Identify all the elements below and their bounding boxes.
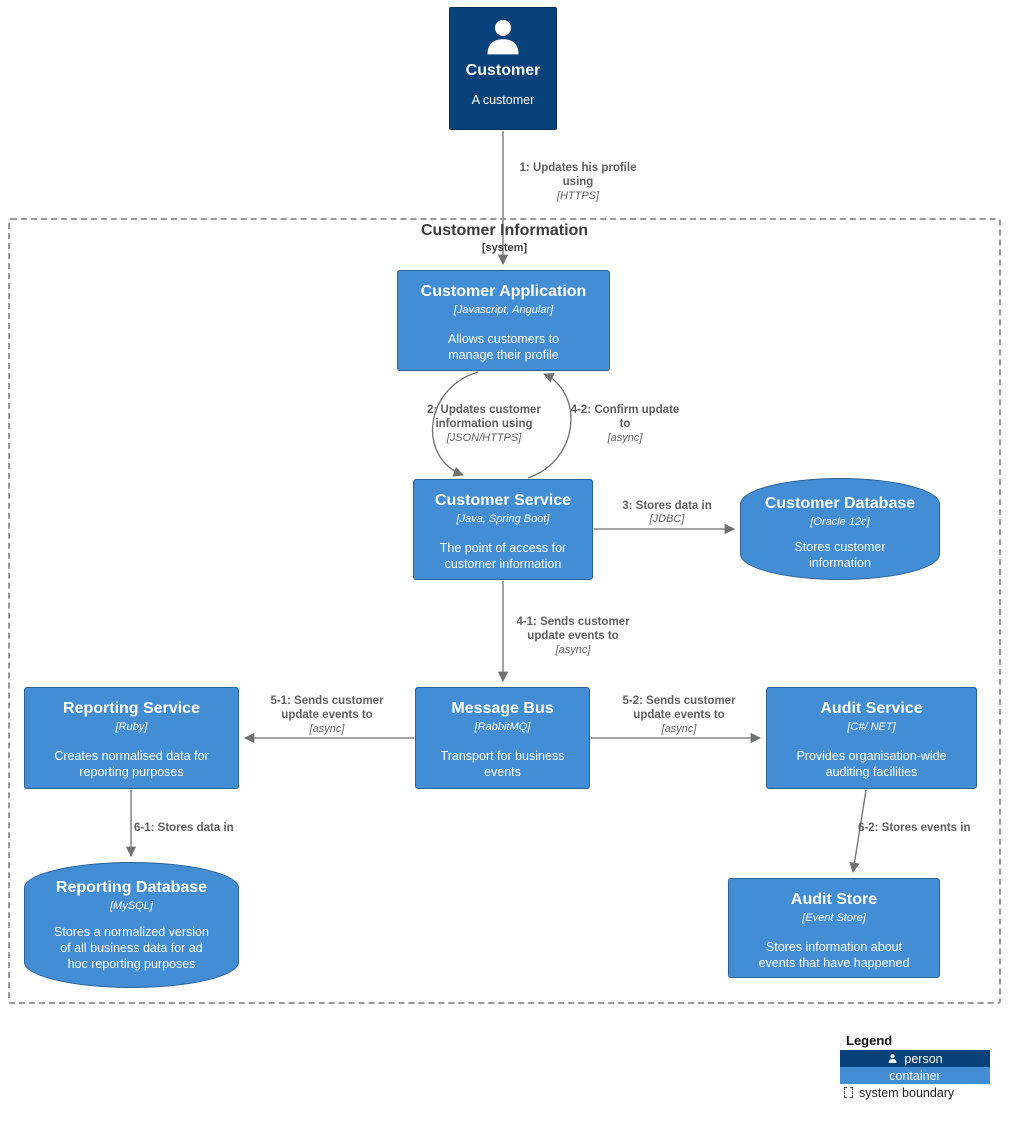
edge-label-text: 6-1: Stores data in	[134, 822, 234, 834]
node-customer[interactable]: Customer A customer	[449, 7, 557, 130]
node-reporting-service[interactable]: Reporting Service [Ruby] Creates normali…	[24, 687, 239, 789]
legend-label-container: container	[889, 1068, 941, 1083]
node-description: Stores information about events that hav…	[758, 939, 910, 970]
node-description: Stores a normalized version of all busin…	[54, 924, 209, 972]
node-reporting-database[interactable]: Reporting Database [MySQL] Stores a norm…	[24, 862, 239, 988]
dashed-boundary-icon	[844, 1087, 853, 1098]
person-icon	[481, 16, 525, 58]
boundary-subtitle: [system]	[481, 242, 528, 254]
edge-label-text: 5-1: Sends customer update events to	[270, 695, 384, 722]
edge-label-6-2: 6-2: Stores events in	[858, 821, 970, 835]
edge-label-text: 1: Updates his profile using	[519, 162, 637, 189]
legend-item-system-boundary: system boundary	[840, 1084, 990, 1101]
edge-label-1: 1: Updates his profile using [HTTPS]	[520, 161, 637, 204]
edge-label-tech: [JSON/HTTPS]	[446, 431, 522, 444]
edge-label-tech: [async]	[555, 643, 591, 656]
legend-item-person: person	[840, 1050, 990, 1067]
node-description: Provides organisation-wide auditing faci…	[796, 748, 947, 779]
node-technology: [Ruby]	[115, 721, 148, 734]
node-customer-application[interactable]: Customer Application [Javascript, Angula…	[397, 270, 610, 371]
edge-label-4-1: 4-1: Sends customer update events to [as…	[516, 615, 629, 658]
node-technology: [Oracle 12c]	[810, 516, 870, 529]
node-description: Allows customers to manage their profile	[447, 331, 560, 362]
node-technology: [Event Store]	[802, 912, 866, 925]
legend-label-system-boundary: system boundary	[859, 1085, 955, 1100]
node-technology: [Javascript, Angular]	[453, 304, 554, 317]
node-description: Creates normalised data for reporting pu…	[54, 748, 209, 779]
legend-title: Legend	[846, 1033, 893, 1048]
edge-label-3: 3: Stores data in [JDBC]	[622, 499, 711, 527]
legend-label-person: person	[904, 1051, 943, 1066]
edge-label-5-1: 5-1: Sends customer update events to [as…	[270, 694, 383, 737]
edge-label-6-1: 6-1: Stores data in	[134, 821, 234, 835]
edge-label-text: 5-2: Sends customer update events to	[622, 695, 736, 722]
edge-label-text: 3: Stores data in	[622, 500, 712, 512]
edge-label-tech: [async]	[661, 722, 697, 735]
legend: Legend person container system boundary	[840, 1033, 990, 1101]
legend-item-container: container	[840, 1067, 990, 1084]
node-description: Stores customer information	[794, 539, 886, 570]
edge-label-tech: [HTTPS]	[556, 189, 600, 202]
edge-label-text: 4-1: Sends customer update events to	[516, 616, 630, 643]
edge-label-tech: [async]	[607, 431, 643, 444]
edge-label-2: 2: Updates customer information using [J…	[427, 403, 541, 446]
node-description: A customer	[471, 93, 535, 108]
node-audit-store[interactable]: Audit Store [Event Store] Stores informa…	[728, 878, 940, 978]
node-title: Message Bus	[451, 700, 554, 717]
edge-label-tech: [async]	[309, 722, 345, 735]
node-technology: [Java, Spring Boot]	[456, 513, 550, 526]
node-message-bus[interactable]: Message Bus [RabbitMQ] Transport for bus…	[415, 687, 590, 789]
edge-label-tech: [JDBC]	[649, 513, 685, 526]
node-audit-service[interactable]: Audit Service [C#/.NET] Provides organis…	[766, 687, 977, 789]
node-title: Customer Database	[764, 495, 916, 512]
node-title: Reporting Service	[63, 700, 200, 717]
node-technology: [C#/.NET]	[847, 721, 896, 734]
edge-label-text: 2: Updates customer information using	[427, 404, 541, 431]
edge-label-text: 6-2: Stores events in	[858, 822, 971, 834]
node-customer-database[interactable]: Customer Database [Oracle 12c] Stores cu…	[740, 478, 940, 580]
node-description: The point of access for customer informa…	[439, 540, 567, 571]
node-title: Customer Service	[434, 492, 572, 509]
node-technology: [MySQL]	[110, 900, 153, 913]
edge-label-4-2: 4-2: Confirm update to [async]	[571, 403, 680, 446]
system-boundary: Customer Information [system]	[8, 218, 1001, 1004]
node-customer-service[interactable]: Customer Service [Java, Spring Boot] The…	[413, 479, 593, 580]
node-title: Customer Application	[420, 283, 587, 300]
node-title: Reporting Database	[55, 879, 208, 896]
edge-label-text: 4-2: Confirm update to	[570, 404, 680, 431]
node-title: Audit Store	[790, 891, 878, 908]
node-description: Transport for business events	[440, 748, 565, 779]
node-title: Customer	[465, 62, 541, 79]
person-icon	[887, 1053, 898, 1064]
edge-label-5-2: 5-2: Sends customer update events to [as…	[622, 694, 735, 737]
node-technology: [RabbitMQ]	[474, 721, 531, 734]
boundary-title: Customer Information	[420, 222, 589, 239]
node-title: Audit Service	[820, 700, 923, 717]
